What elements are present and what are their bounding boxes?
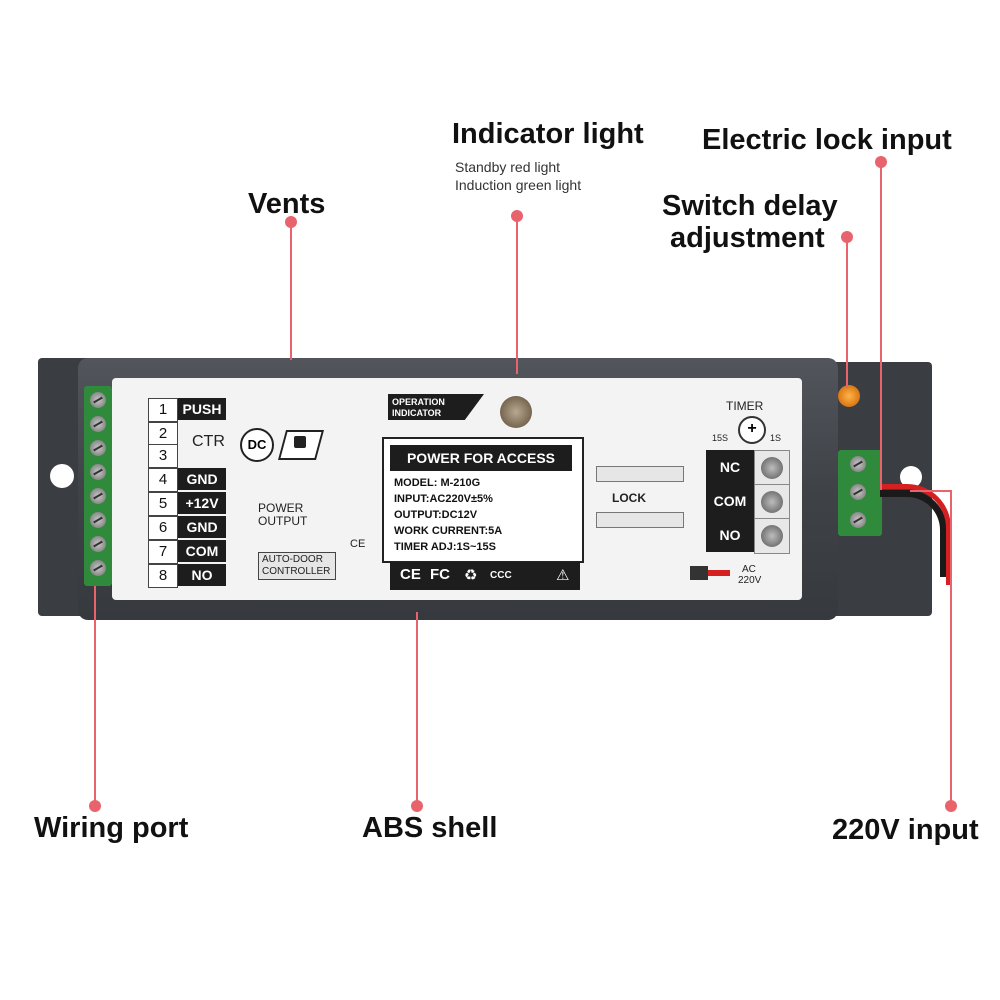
info-line: TIMER ADJ:1S~15S bbox=[394, 541, 496, 553]
model-info-box: POWER FOR ACCESS MODEL: M-210G INPUT:AC2… bbox=[382, 437, 584, 563]
lock-input-pointer-line bbox=[880, 162, 882, 490]
info-line: OUTPUT:DC12V bbox=[394, 509, 478, 521]
timer-15s-label: 15S bbox=[712, 433, 729, 443]
info-line: MODEL: M-210G bbox=[394, 477, 481, 489]
callout-switch-delay: Switch delay bbox=[662, 190, 838, 222]
power-output-label-2: OUTPUT bbox=[258, 514, 308, 528]
220v-pointer-hline bbox=[910, 490, 952, 492]
ccc-cert-icon: CCC bbox=[490, 570, 512, 581]
terminal-screw bbox=[90, 512, 106, 528]
operation-label-1: OPERATION bbox=[392, 397, 445, 407]
lock-screw-nc bbox=[754, 450, 790, 486]
pin-number: 7 bbox=[148, 540, 178, 564]
lock-terminal-nc: NC bbox=[706, 450, 754, 484]
ac-plug-icon bbox=[690, 566, 708, 580]
ce-small-mark: CE bbox=[350, 538, 366, 550]
lock-screw-no bbox=[754, 518, 790, 554]
dc-badge: DC bbox=[240, 428, 274, 462]
ac-label-2: 220V bbox=[738, 575, 762, 586]
wiring-terminal-block bbox=[84, 386, 112, 586]
terminal-screw bbox=[850, 484, 866, 500]
shell-pointer-line bbox=[416, 612, 418, 804]
pin-label: GND bbox=[178, 516, 226, 538]
pin-label: GND bbox=[178, 468, 226, 490]
pin-label: COM bbox=[178, 540, 226, 562]
ctr-label: CTR bbox=[192, 433, 225, 450]
lock-terminal-no: NO bbox=[706, 518, 754, 552]
warning-icon: ⚠ bbox=[556, 567, 570, 584]
callout-abs-shell: ABS shell bbox=[362, 812, 498, 844]
info-title: POWER FOR ACCESS bbox=[390, 445, 572, 471]
220v-pointer-dot bbox=[945, 800, 957, 812]
ac-label-1: AC bbox=[742, 564, 756, 575]
indicator-led bbox=[500, 396, 532, 428]
lock-screw-com bbox=[754, 484, 790, 520]
wiring-pointer-line bbox=[94, 586, 96, 804]
terminal-screw bbox=[90, 392, 106, 408]
pin-number: 2 bbox=[148, 422, 178, 446]
callout-indicator-light: Indicator light bbox=[452, 118, 644, 150]
vents-pointer-dot bbox=[285, 216, 297, 228]
indicator-pointer-line bbox=[516, 216, 518, 374]
terminal-screw bbox=[90, 560, 106, 576]
ac-plug-tip bbox=[708, 570, 730, 576]
auto-door-box bbox=[258, 552, 336, 580]
power-output-label-1: POWER bbox=[258, 501, 304, 515]
callout-switch-delay-2: adjustment bbox=[670, 222, 825, 254]
callout-vents: Vents bbox=[248, 188, 326, 220]
timer-knob-icon: + bbox=[738, 416, 766, 444]
power-input-terminal bbox=[838, 450, 882, 536]
pin-label: +12V bbox=[178, 492, 226, 514]
fc-cert-icon: FC bbox=[430, 566, 450, 583]
delay-pointer-dot bbox=[841, 231, 853, 243]
shell-pointer-dot bbox=[411, 800, 423, 812]
pin-label: PUSH bbox=[178, 398, 226, 420]
callout-indicator-standby: Standby red light bbox=[455, 159, 561, 175]
info-line: WORK CURRENT:5A bbox=[394, 525, 503, 537]
220v-pointer-line bbox=[950, 490, 952, 804]
callout-220v-input: 220V input bbox=[832, 814, 979, 846]
terminal-screw bbox=[90, 536, 106, 552]
push-button-dot bbox=[294, 436, 306, 448]
lock-label: LOCK bbox=[612, 491, 646, 505]
terminal-screw bbox=[90, 488, 106, 504]
delay-pointer-line bbox=[846, 238, 848, 388]
terminal-screw bbox=[850, 456, 866, 472]
terminal-screw bbox=[850, 512, 866, 528]
terminal-screw bbox=[90, 464, 106, 480]
timer-1s-label: 1S bbox=[770, 433, 782, 443]
wiring-pointer-dot bbox=[89, 800, 101, 812]
auto-door-label-2: CONTROLLER bbox=[262, 566, 331, 577]
red-wire bbox=[880, 484, 951, 585]
operation-indicator-tag bbox=[388, 394, 484, 420]
ce-cert-icon: CE bbox=[400, 566, 421, 583]
operation-label-2: INDICATOR bbox=[392, 408, 442, 418]
lock-terminal-com: COM bbox=[706, 484, 754, 518]
auto-door-label-1: AUTO-DOOR bbox=[262, 554, 323, 565]
info-line: INPUT:AC220V±5% bbox=[394, 493, 493, 505]
certification-bar: CE FC ♻ CCC ⚠ bbox=[390, 562, 580, 590]
terminal-screw bbox=[90, 416, 106, 432]
indicator-pointer-dot bbox=[511, 210, 523, 222]
lock-input-pointer-dot bbox=[875, 156, 887, 168]
terminal-screw bbox=[90, 440, 106, 456]
pin-number: 3 bbox=[148, 444, 178, 468]
delay-adjust-knob bbox=[838, 385, 860, 407]
pin-number: 8 bbox=[148, 564, 178, 588]
callout-electric-lock-input: Electric lock input bbox=[702, 124, 952, 156]
pin-number: 4 bbox=[148, 468, 178, 492]
callout-wiring-port: Wiring port bbox=[34, 812, 189, 844]
pin-number: 1 bbox=[148, 398, 178, 422]
pin-label: NO bbox=[178, 564, 226, 586]
pin-number: 5 bbox=[148, 492, 178, 516]
callout-indicator-induction: Induction green light bbox=[455, 177, 582, 193]
vents-pointer-line bbox=[290, 222, 292, 360]
timer-label: TIMER bbox=[726, 399, 764, 413]
lock-diagram-icon bbox=[596, 512, 684, 528]
mount-hole-left bbox=[50, 464, 74, 488]
lock-diagram-icon bbox=[596, 466, 684, 482]
recycle-icon: ♻ bbox=[464, 567, 478, 584]
mount-hole-right bbox=[900, 466, 922, 488]
pin-number: 6 bbox=[148, 516, 178, 540]
